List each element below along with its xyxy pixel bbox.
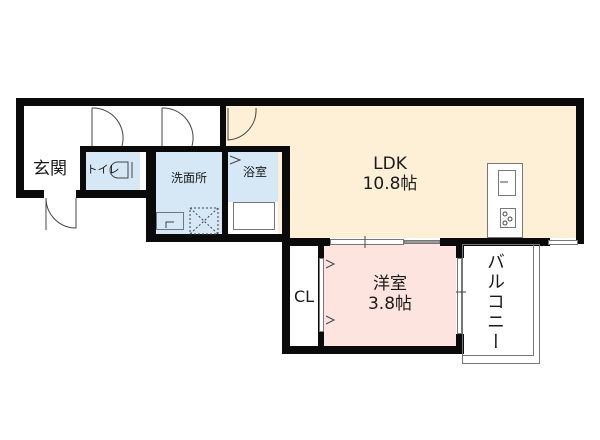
bedroom-label: 洋室 [373, 274, 407, 294]
wet-bottom-wall [146, 234, 290, 242]
bedroom-area [324, 244, 456, 348]
bedroom-size-label: 3.8帖 [367, 294, 413, 314]
entrance-label: 玄関 [33, 159, 67, 179]
door-swing-icon [227, 107, 257, 141]
washbasin-icon [156, 212, 184, 230]
outer-wall-top [16, 98, 584, 106]
washroom-area [156, 152, 222, 234]
door-swing-icon [91, 107, 124, 147]
toilet-left-wall [80, 146, 86, 198]
ldk-bottom-wall-a [282, 238, 330, 246]
bathroom-right-wall [282, 146, 290, 354]
bathroom-area [228, 152, 278, 202]
door-swing-icon [161, 107, 194, 147]
washroom-right-wall [222, 146, 228, 240]
washroom-label: 洗面所 [170, 171, 207, 185]
bathtub-icon [233, 202, 275, 230]
hall-wall [80, 146, 290, 152]
outer-wall-right [576, 98, 584, 244]
bedroom-bottom-wall [282, 346, 464, 354]
toilet-bottom-wall [76, 190, 152, 198]
entrance-bottom-wall [16, 190, 44, 198]
balcony-label: バルコニー [484, 252, 505, 352]
bedroom-right-wall-lower [456, 334, 464, 354]
outer-wall-left [16, 98, 24, 198]
ldk-bottom-wall-b [440, 238, 550, 246]
bathtub-area [228, 202, 278, 234]
balcony-window [548, 240, 578, 245]
bedroom-right-wall [456, 238, 464, 258]
stove-icon [500, 208, 516, 228]
kitchen-sink-icon [498, 170, 516, 196]
ldk-left-wall-stub [220, 98, 226, 152]
closet-label: CL [293, 287, 315, 306]
balcony-outline-inner [462, 244, 534, 356]
ldk-label: LDK [373, 154, 407, 174]
toilet-area [86, 152, 140, 192]
door-swing-icon [45, 197, 77, 230]
toilet-label: トイレ [86, 163, 120, 176]
ldk-bottom-sliding-door [330, 239, 404, 245]
bathroom-label: 浴室 [242, 165, 267, 179]
ldk-bottom-sliding-door-2 [404, 240, 440, 244]
closet-doors [319, 258, 324, 332]
bedroom-balcony-window [457, 258, 462, 334]
ldk-area-lower [288, 150, 576, 238]
ldk-size-label: 10.8帖 [362, 174, 418, 194]
toilet-right-wall [146, 146, 156, 240]
